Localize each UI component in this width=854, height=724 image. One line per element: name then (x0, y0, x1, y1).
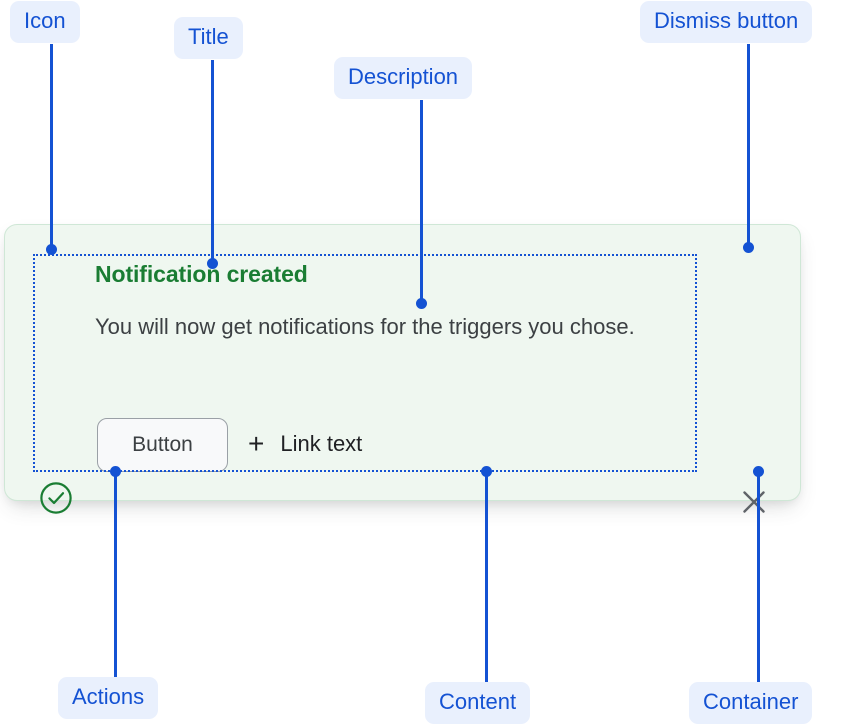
annotation-chip-dismiss: Dismiss button (640, 1, 813, 43)
leader-line-actions (114, 471, 117, 677)
leader-line-title (211, 60, 214, 263)
action-link-label: Link text (280, 431, 363, 456)
dismiss-button[interactable] (740, 488, 768, 516)
annotation-chip-title: Title (174, 17, 243, 59)
leader-line-description (420, 100, 423, 303)
check-circle-icon (39, 481, 73, 515)
notification-description: You will now get notifications for the t… (95, 314, 635, 339)
leader-dot-actions (110, 466, 121, 477)
annotation-chip-container: Container (689, 682, 813, 724)
leader-dot-content (481, 466, 492, 477)
action-link[interactable]: + Link text (248, 430, 362, 458)
plus-icon: + (248, 428, 265, 459)
annotation-chip-actions: Actions (58, 677, 159, 719)
leader-dot-dismiss (743, 242, 754, 253)
notification-title: Notification created (95, 261, 308, 287)
leader-line-dismiss (747, 44, 750, 247)
annotation-chip-description: Description (334, 57, 473, 99)
leader-dot-title (207, 258, 218, 269)
leader-line-icon (50, 44, 53, 250)
action-button[interactable]: Button (97, 418, 228, 472)
leader-dot-icon (46, 244, 57, 255)
annotation-chip-icon: Icon (10, 1, 80, 43)
leader-line-container (757, 471, 760, 682)
leader-line-content (485, 471, 488, 682)
leader-dot-description (416, 298, 427, 309)
annotation-chip-content: Content (425, 682, 531, 724)
leader-dot-container (753, 466, 764, 477)
